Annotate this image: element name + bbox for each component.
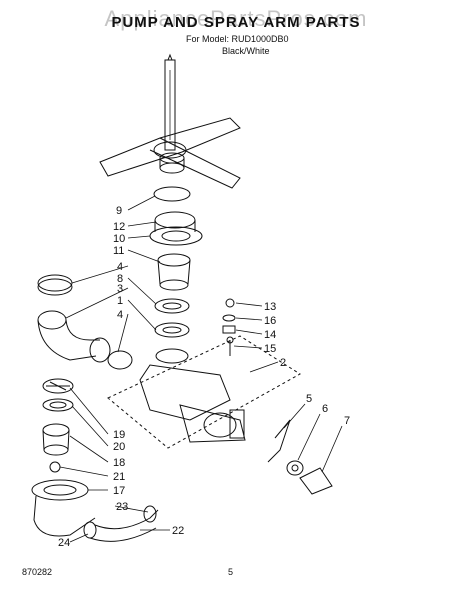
part-10-flange	[149, 226, 203, 246]
part-24-clamp	[83, 521, 97, 539]
model-line: For Model: RUD1000DB0	[186, 34, 289, 44]
page-number: 5	[228, 567, 234, 577]
callout-1: 1	[117, 295, 123, 307]
callout-6: 6	[322, 403, 328, 415]
spray-arm	[99, 117, 241, 189]
callout-2: 2	[280, 357, 286, 369]
part-4-clamp-upper	[37, 274, 73, 296]
callout-20: 20	[113, 441, 125, 453]
part-7-pad	[299, 467, 333, 495]
part-23-clamp	[143, 505, 157, 523]
part-16-washer	[222, 314, 236, 322]
part-5-spring-bracket	[267, 419, 291, 463]
part-20-seal	[42, 398, 74, 412]
callout-3: 3	[117, 283, 123, 295]
callout-17: 17	[113, 485, 125, 497]
spray-arm-shaft	[164, 53, 176, 151]
callout-labels: 9 12 10 11 4 8 3 1 4 13 16 14 15 2 5 6 7…	[58, 205, 350, 549]
callout-18: 18	[113, 457, 125, 469]
callout-23: 23	[116, 501, 128, 513]
spray-arm-hub	[159, 152, 185, 174]
part-9-ring	[153, 186, 191, 202]
callout-19: 19	[113, 429, 125, 441]
callout-7: 7	[344, 415, 350, 427]
part-8-seal	[154, 298, 190, 314]
part-4-clamp-lower	[107, 350, 133, 370]
part-14-bracket	[222, 325, 236, 334]
leader-lines	[59, 195, 343, 543]
part-13-nut	[225, 298, 235, 308]
part-6-grommet	[286, 460, 304, 476]
callout-13: 13	[264, 301, 276, 313]
color-line: Black/White	[222, 46, 270, 56]
part-22-drain-hose	[89, 509, 159, 542]
watermark: AppliancePartsPros.com	[104, 6, 368, 31]
callout-10: 10	[113, 233, 125, 245]
motor-assembly-outline	[107, 335, 301, 449]
callout-21: 21	[113, 471, 125, 483]
callout-16: 16	[264, 315, 276, 327]
callout-11: 11	[113, 245, 124, 257]
part-18-check-valve	[42, 423, 70, 456]
callout-15: 15	[264, 343, 276, 355]
callout-24: 24	[58, 537, 70, 549]
footer-code: 870282	[22, 567, 53, 577]
callout-9: 9	[116, 205, 122, 217]
part-19-strainer	[42, 378, 74, 394]
diagram-title: PUMP AND SPRAY ARM PARTS	[111, 14, 361, 31]
part-17-drain-housing	[31, 479, 96, 537]
callout-22: 22	[172, 525, 184, 537]
callout-8: 8	[117, 273, 123, 285]
part-2-pump-housing	[139, 348, 246, 443]
callout-5: 5	[306, 393, 312, 405]
callout-12: 12	[113, 221, 125, 233]
part-11-cylinder	[157, 253, 191, 291]
part-21-ball	[49, 461, 61, 473]
part-3-hose	[37, 310, 111, 363]
part-1-seal	[154, 322, 190, 338]
part-15-screw	[226, 336, 234, 356]
callout-4: 4	[117, 261, 123, 273]
callout-14: 14	[264, 329, 276, 341]
callout-4-lower: 4	[117, 309, 123, 321]
